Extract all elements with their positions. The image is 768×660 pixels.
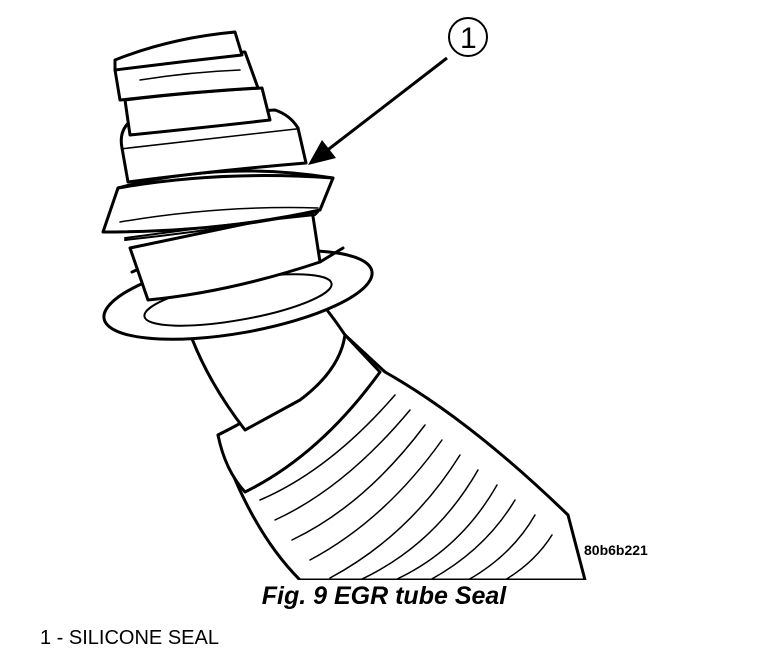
silicone-seal bbox=[101, 169, 335, 241]
image-code: 80b6b221 bbox=[584, 542, 648, 558]
callout-number: 1 bbox=[460, 22, 477, 55]
figure-caption: Fig. 9 EGR tube Seal bbox=[261, 582, 507, 610]
egr-tube-illustration: 1 80b6b221 bbox=[101, 17, 648, 580]
leader-arrow bbox=[308, 56, 448, 165]
legend-separator: - bbox=[51, 627, 69, 649]
flex-tube bbox=[216, 333, 587, 580]
legend: 1 - SILICONE SEAL bbox=[40, 627, 219, 650]
legend-item-number: 1 bbox=[40, 627, 52, 649]
callout-circle bbox=[448, 17, 488, 57]
legend-item-label: SILICONE SEAL bbox=[68, 627, 219, 649]
nozzle bbox=[113, 30, 308, 184]
